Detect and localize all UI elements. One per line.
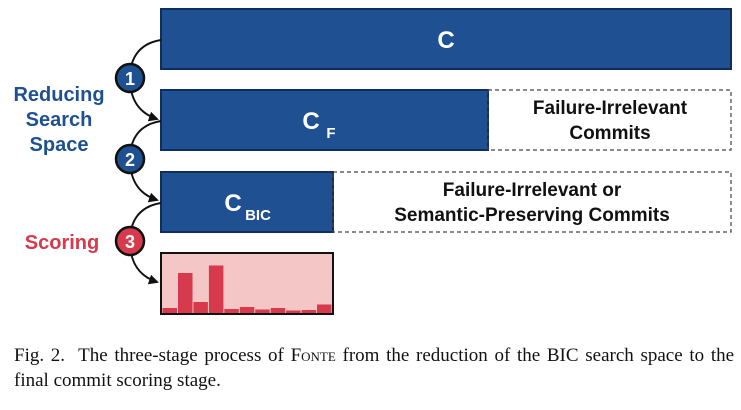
- score-bar: [239, 307, 255, 313]
- reducing-label-line2: Search: [26, 109, 93, 131]
- semantic-preserving-line2: Semantic-Preserving Commits: [394, 205, 670, 226]
- bar-cf-subscript: F: [326, 125, 335, 142]
- svg-text:2: 2: [125, 150, 135, 170]
- score-bar: [224, 309, 239, 313]
- caption-text-after: from the reduction of the BIC search spa…: [14, 345, 735, 391]
- semantic-preserving-region: [332, 171, 732, 233]
- failure-irrelevant-line2: Commits: [569, 123, 650, 144]
- failure-irrelevant-line1: Failure-Irrelevant: [533, 98, 688, 119]
- figure-caption: Fig. 2. The three-stage process of Fonte…: [14, 343, 734, 393]
- score-bar: [208, 265, 224, 313]
- svg-text:3: 3: [125, 232, 135, 252]
- bar-cbic: [160, 171, 334, 233]
- score-bars: [162, 265, 332, 313]
- bar-c-label: C: [437, 27, 454, 54]
- score-bar: [286, 310, 301, 313]
- diagram: C C F Failure-Irrelevant Commits C BIC F…: [13, 8, 732, 315]
- step-1-badge: 1: [114, 62, 146, 94]
- score-bar: [162, 308, 177, 313]
- step-2-badge: 2: [114, 143, 146, 175]
- score-bar: [317, 304, 332, 313]
- failure-irrelevant-region: [487, 89, 732, 151]
- caption-text-before: The three-stage process of: [78, 345, 284, 366]
- bar-cbic-subscript: BIC: [245, 207, 271, 224]
- scoring-label: Scoring: [25, 232, 99, 254]
- svg-text:1: 1: [125, 69, 135, 89]
- score-bar: [301, 310, 317, 313]
- score-bar: [193, 302, 208, 313]
- bar-c: [160, 8, 732, 70]
- bar-cf-label: C: [302, 108, 319, 135]
- bar-cbic-label: C: [224, 190, 241, 217]
- score-bar: [178, 273, 193, 313]
- caption-tool-name: Fonte: [290, 345, 336, 366]
- bar-cf: [160, 89, 489, 151]
- caption-prefix: Fig. 2.: [14, 345, 66, 366]
- reducing-label-line3: Space: [30, 134, 89, 156]
- score-bar: [270, 308, 286, 313]
- score-bar: [255, 309, 270, 313]
- step-3-badge: 3: [114, 225, 146, 257]
- semantic-preserving-line1: Failure-Irrelevant or: [443, 180, 622, 201]
- reducing-label-line1: Reducing: [13, 84, 104, 106]
